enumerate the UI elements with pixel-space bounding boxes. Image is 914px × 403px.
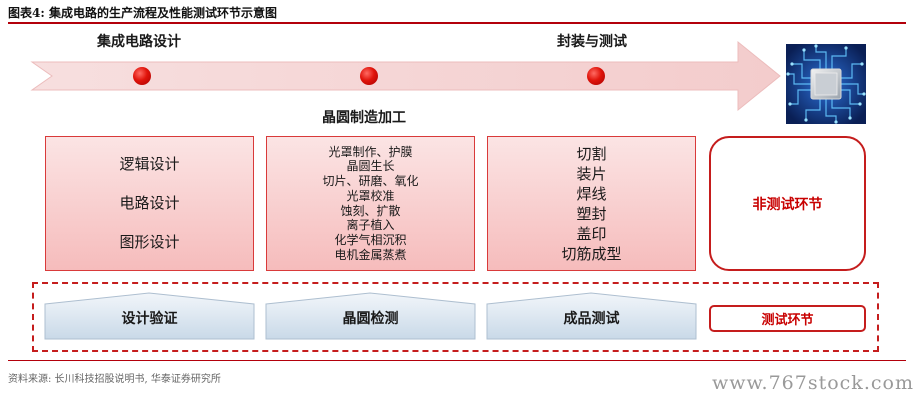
source-note: 资料来源: 长川科技招股说明书, 华泰证券研究所 xyxy=(8,374,221,385)
design-steps-box: 逻辑设计 电路设计 图形设计 xyxy=(45,136,254,271)
wafer-stage-label: 晶圆制造加工 xyxy=(322,110,406,126)
non-test-section-box: 非测试环节 xyxy=(709,136,866,271)
packaging-step: 焊线 xyxy=(576,184,607,203)
packaging-stage-label: 封装与测试 xyxy=(557,34,627,50)
design-step: 电路设计 xyxy=(119,194,180,212)
design-step: 图形设计 xyxy=(119,233,180,251)
design-step: 逻辑设计 xyxy=(119,155,180,173)
packaging-stage-dot xyxy=(587,67,605,85)
non-test-label: 非测试环节 xyxy=(752,196,823,213)
final-test-label: 成品测试 xyxy=(563,311,620,327)
packaging-step: 盖印 xyxy=(576,224,607,243)
title-divider xyxy=(8,22,906,24)
test-section-outline xyxy=(32,282,879,352)
design-stage-dot xyxy=(133,67,151,85)
figure-title: 图表4: 集成电路的生产流程及性能测试环节示意图 xyxy=(8,6,277,20)
wafer-step: 晶圆生长 xyxy=(346,159,395,174)
packaging-step: 塑封 xyxy=(576,204,607,223)
watermark: www.767stock.com xyxy=(712,372,914,394)
packaging-step: 切筋成型 xyxy=(561,244,622,263)
design-stage-label: 集成电路设计 xyxy=(97,34,181,50)
wafer-step: 电机金属蒸煮 xyxy=(334,247,407,262)
packaging-steps-box: 切割 装片 焊线 塑封 盖印 切筋成型 xyxy=(487,136,696,271)
test-section-label-box: 测试环节 xyxy=(709,305,866,332)
wafer-stage-dot xyxy=(360,67,378,85)
wafer-inspection-label: 晶圆检测 xyxy=(342,311,399,327)
design-verification-label: 设计验证 xyxy=(121,311,178,327)
wafer-step: 切片、研磨、氧化 xyxy=(322,174,419,189)
footer-divider xyxy=(8,360,906,361)
test-section-label: 测试环节 xyxy=(761,313,814,328)
wafer-step: 蚀刻、扩散 xyxy=(340,203,401,218)
final-test-shape xyxy=(486,292,697,340)
process-flow-arrow xyxy=(30,40,781,112)
wafer-step: 光罩校准 xyxy=(346,188,395,203)
packaging-step: 切割 xyxy=(576,144,607,163)
wafer-step: 离子植入 xyxy=(346,218,395,233)
wafer-inspection-shape xyxy=(265,292,476,340)
design-verification-shape xyxy=(44,292,255,340)
wafer-steps-box: 光罩制作、护膜 晶圆生长 切片、研磨、氧化 光罩校准 蚀刻、扩散 离子植入 化学… xyxy=(266,136,475,271)
packaging-step: 装片 xyxy=(576,164,607,183)
wafer-step: 化学气相沉积 xyxy=(334,232,407,247)
chip-icon xyxy=(786,44,866,124)
wafer-step: 光罩制作、护膜 xyxy=(328,144,413,159)
